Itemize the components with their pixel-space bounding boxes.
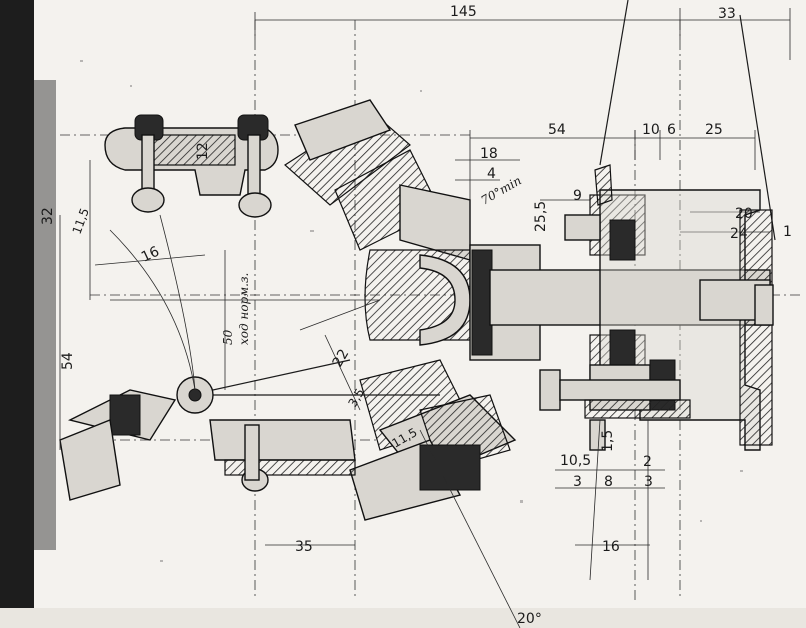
stroke-note: ход норм.з. (237, 273, 251, 345)
dim-145: 145 (450, 4, 477, 20)
top-clamp-assembly (104, 114, 279, 218)
dim-24: 24 (730, 226, 748, 242)
scan-shadow-left-edge (34, 80, 56, 550)
dim-9: 9 (573, 188, 582, 204)
lower-tilted-bracket (349, 359, 517, 521)
dim-16-radius: 16 (139, 244, 162, 266)
upper-tilted-bracket (284, 99, 471, 261)
dim-54-shaft: 54 (548, 122, 566, 138)
dim-54-left: 54 (60, 352, 76, 370)
scan-noise (80, 60, 743, 562)
dim-22: 22 (330, 347, 353, 370)
dim-18: 18 (480, 146, 498, 162)
dim-1-5: 1,5 (600, 430, 616, 452)
dim-33: 33 (718, 6, 736, 22)
dim-4: 4 (487, 166, 496, 182)
central-hub (364, 244, 541, 361)
dim-3-b: 3 (644, 474, 653, 490)
dim-70-min: 70°min (479, 173, 524, 207)
dim-25-5: 25,5 (533, 201, 549, 232)
dim-20-angle: 20° (517, 611, 542, 627)
dim-16-bottom: 16 (602, 539, 620, 555)
dim-11-5-left: 11,5 (70, 206, 92, 236)
dim-35-bottom: 35 (295, 539, 313, 555)
lower-arm-and-pivot (59, 359, 440, 501)
dim-32: 32 (40, 207, 56, 225)
dim-6: 6 (667, 122, 676, 138)
dim-10: 10 (642, 122, 660, 138)
dim-2: 2 (643, 454, 652, 470)
dim-10-5: 10,5 (560, 453, 591, 469)
dim-25: 25 (705, 122, 723, 138)
dim-3-a: 3 (573, 474, 582, 490)
construction-arcs (59, 160, 665, 628)
dim-1: 1 (783, 224, 792, 240)
dim-20: 20 (735, 206, 753, 222)
dim-8: 8 (604, 474, 613, 490)
scan-shadow-left (0, 0, 34, 628)
lower-bolt-assembly (539, 359, 691, 451)
scan-shadow-bottom (0, 608, 806, 628)
top-dimension-lines (254, 0, 791, 241)
dim-12: 12 (195, 142, 211, 160)
dim-50-stroke: 50 (221, 329, 235, 345)
